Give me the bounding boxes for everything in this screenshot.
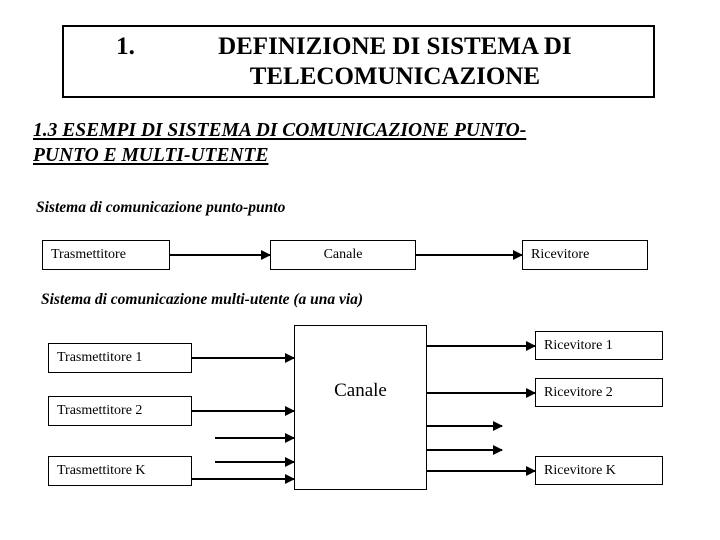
arrow-channel-to-rx2 [427,388,536,398]
block-trasmettitore: Trasmettitore [42,240,170,270]
point-to-point-heading: Sistema di comunicazione punto-punto [36,199,286,216]
arrow-channel-to-rxk [427,466,536,476]
arrow-canale-to-ricevitore [416,250,523,260]
section-heading: 1.3 ESEMPI DI SISTEMA DI COMUNICAZIONE P… [33,118,683,168]
block-trasmettitore-1: Trasmettitore 1 [48,343,192,373]
block-ricevitore-k: Ricevitore K [535,456,663,485]
arrow-tx1-to-channel [192,353,295,363]
arrow-tx2-to-channel [192,406,295,416]
arrow-channel-to-rx1 [427,341,536,351]
arrow-tx-ellipsis-2-to-channel [215,457,295,467]
arrow-channel-to-rx-ellipsis-2 [427,445,503,455]
title-box: 1. DEFINIZIONE DI SISTEMA DI TELECOMUNIC… [62,25,655,98]
block-canale-multi: Canale [294,325,427,490]
arrow-txk-to-channel [192,474,295,484]
block-trasmettitore-2: Trasmettitore 2 [48,396,192,426]
multi-user-heading: Sistema di comunicazione multi-utente (a… [41,291,364,308]
title-row: 1. DEFINIZIONE DI SISTEMA DI TELECOMUNIC… [64,32,653,92]
block-canale-multi-label: Canale [334,380,387,401]
title-number: 1. [116,32,135,60]
arrow-channel-to-rx-ellipsis-1 [427,421,503,431]
section-heading-line-1: 1.3 ESEMPI DI SISTEMA DI COMUNICAZIONE P… [33,120,527,141]
section-heading-line-2: PUNTO E MULTI-UTENTE [33,145,269,166]
title-inner: 1. DEFINIZIONE DI SISTEMA DI TELECOMUNIC… [64,27,653,96]
block-trasmettitore-k: Trasmettitore K [48,456,192,486]
block-canale-p2p: Canale [270,240,416,270]
arrow-tx-ellipsis-1-to-channel [215,433,295,443]
arrow-trasmettitore-to-canale [170,250,271,260]
block-ricevitore: Ricevitore [522,240,648,270]
page-title: DEFINIZIONE DI SISTEMA DI TELECOMUNICAZI… [218,32,572,90]
block-ricevitore-1: Ricevitore 1 [535,331,663,360]
block-ricevitore-2: Ricevitore 2 [535,378,663,407]
